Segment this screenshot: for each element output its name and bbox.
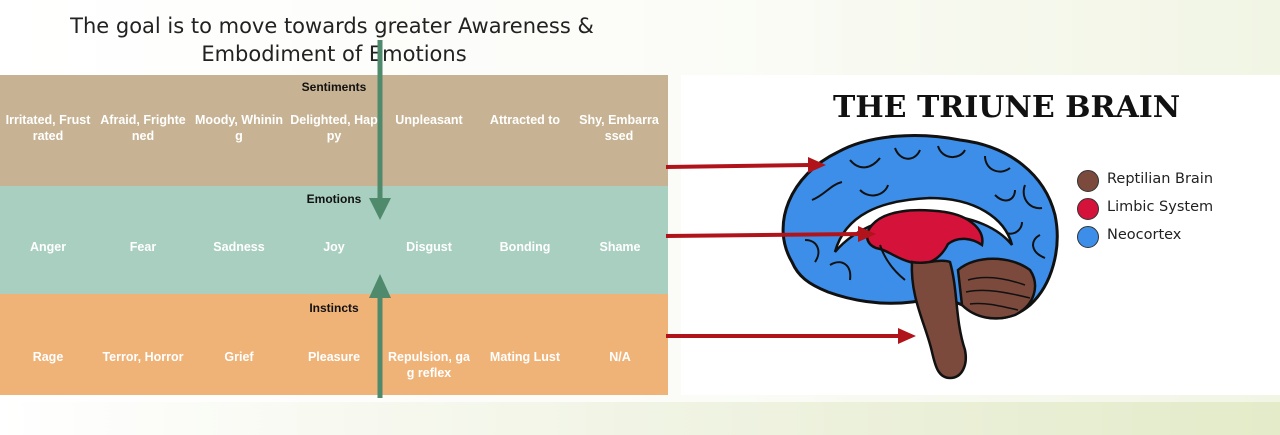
legend-dot-neocortex (1077, 226, 1099, 248)
reptilian-shape (910, 259, 967, 380)
sentiments-band: Sentiments Irritated, Frustrated Afraid,… (0, 75, 668, 186)
cell-instinct-7: N/A (609, 350, 631, 364)
cell-emotion-3: Sadness (213, 240, 265, 254)
cell-instinct-1: Rage (32, 350, 64, 364)
cell-emotion-1: Anger (29, 240, 67, 254)
band-label-emotions: Emotions (306, 192, 362, 206)
cell-sentiment-4: Delighted, Happy (290, 113, 378, 143)
cell-instinct-5: Repulsion, gag reflex (388, 350, 470, 380)
legend-label-reptilian: Reptilian Brain (1107, 171, 1214, 187)
cell-instinct-3: Grief (224, 350, 254, 364)
band-label-instincts: Instincts (309, 301, 359, 315)
emotions-band: Emotions Anger Fear Sadness Joy Disgust … (0, 186, 668, 294)
cell-emotion-2: Fear (129, 240, 157, 254)
cell-instinct-2: Terror, Horror (102, 350, 184, 364)
footer-band (0, 402, 1280, 435)
cell-emotion-6: Bonding (499, 240, 551, 254)
title-line-2: Embodiment of Emotions (201, 42, 467, 66)
cell-sentiment-5: Unpleasant (395, 113, 463, 127)
title-line-1: The goal is to move towards greater Awar… (70, 14, 594, 38)
cell-sentiment-1: Irritated, Frustrated (5, 113, 91, 143)
instincts-band: Instincts Rage Terror, Horror Grief Plea… (0, 294, 668, 395)
legend-dot-reptilian (1077, 170, 1099, 192)
brain-illustration (781, 134, 1059, 380)
cell-sentiment-6: Attracted to (489, 113, 561, 127)
cell-instinct-4: Pleasure (307, 350, 361, 364)
limbic-shape (865, 209, 984, 266)
legend-label-limbic: Limbic System (1107, 199, 1214, 215)
brain-title: THE TRIUNE BRAIN (833, 90, 1181, 125)
slide-title: The goal is to move towards greater Awar… (0, 12, 668, 68)
cell-sentiment-3: Moody, Whining (195, 113, 283, 143)
cell-instinct-6: Mating Lust (489, 350, 561, 364)
red-arrow-sentiments (665, 157, 826, 173)
band-label-sentiments: Sentiments (301, 80, 367, 94)
up-arrow (369, 274, 391, 398)
legend-dot-limbic (1077, 198, 1099, 220)
down-arrow (369, 40, 391, 220)
red-arrow-instincts (666, 328, 916, 344)
cell-sentiment-7: Shy, Embarrassed (579, 113, 659, 143)
cell-sentiment-2: Afraid, Frightened (100, 113, 186, 143)
cell-emotion-7: Shame (599, 240, 641, 254)
legend-label-neocortex: Neocortex (1107, 227, 1182, 243)
red-arrow-emotions (665, 226, 876, 242)
cerebellum-shape (956, 257, 1037, 320)
cell-emotion-5: Disgust (406, 240, 452, 254)
cell-emotion-4: Joy (323, 240, 345, 254)
